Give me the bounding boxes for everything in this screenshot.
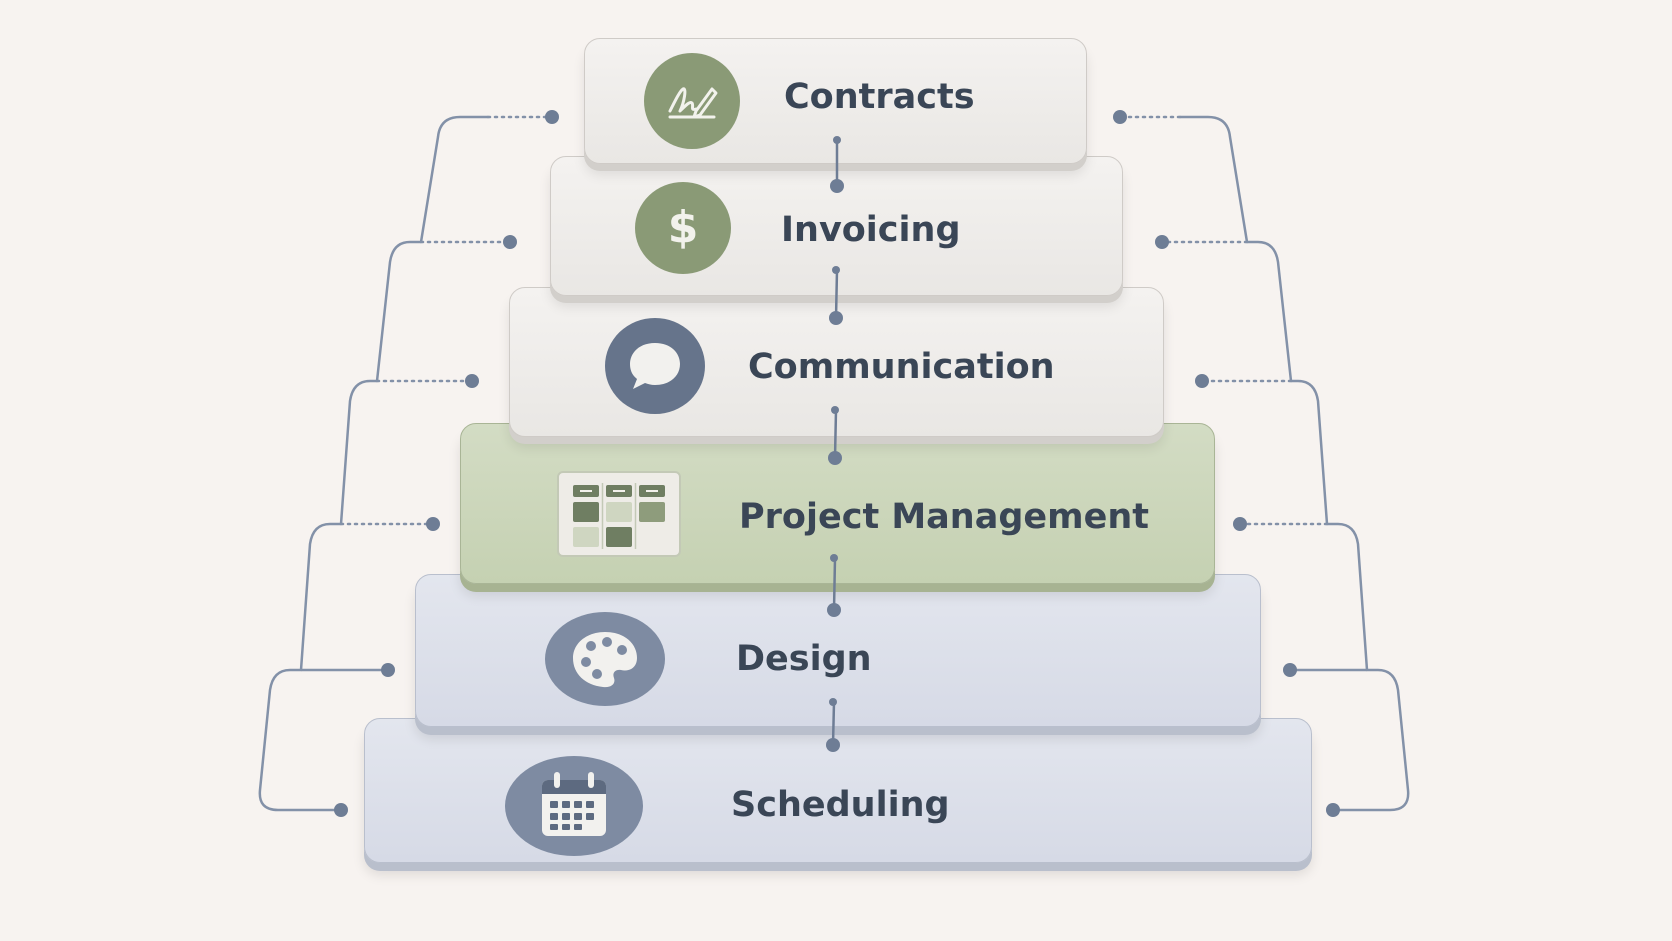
tier-label-scheduling: Scheduling xyxy=(731,785,950,825)
connector-node-right-6 xyxy=(1326,803,1340,817)
tier-label-project-management: Project Management xyxy=(739,497,1149,537)
dollar-icon: $ xyxy=(635,182,731,274)
tier-label-design: Design xyxy=(736,639,872,679)
signature-icon xyxy=(644,53,740,149)
connector-node-right-4 xyxy=(1233,517,1247,531)
calendar-icon xyxy=(505,756,643,856)
tier-label-invoicing: Invoicing xyxy=(781,210,961,250)
tier-label-contracts: Contracts xyxy=(784,77,975,117)
kanban-board-icon xyxy=(557,471,681,557)
connector-node-right-1 xyxy=(1113,110,1127,124)
connector-node-left-1 xyxy=(545,110,559,124)
connector-node-right-5 xyxy=(1283,663,1297,677)
connector-node-left-3 xyxy=(465,374,479,388)
connector-node-right-2 xyxy=(1155,235,1169,249)
connector-node-left-6 xyxy=(334,803,348,817)
connector-node-left-4 xyxy=(426,517,440,531)
speech-bubble-icon xyxy=(605,318,705,414)
connector-node-right-3 xyxy=(1195,374,1209,388)
svg-text:$: $ xyxy=(668,202,699,253)
tier-label-communication: Communication xyxy=(748,347,1055,387)
palette-icon xyxy=(545,612,665,706)
connector-node-left-5 xyxy=(381,663,395,677)
connector-node-left-2 xyxy=(503,235,517,249)
